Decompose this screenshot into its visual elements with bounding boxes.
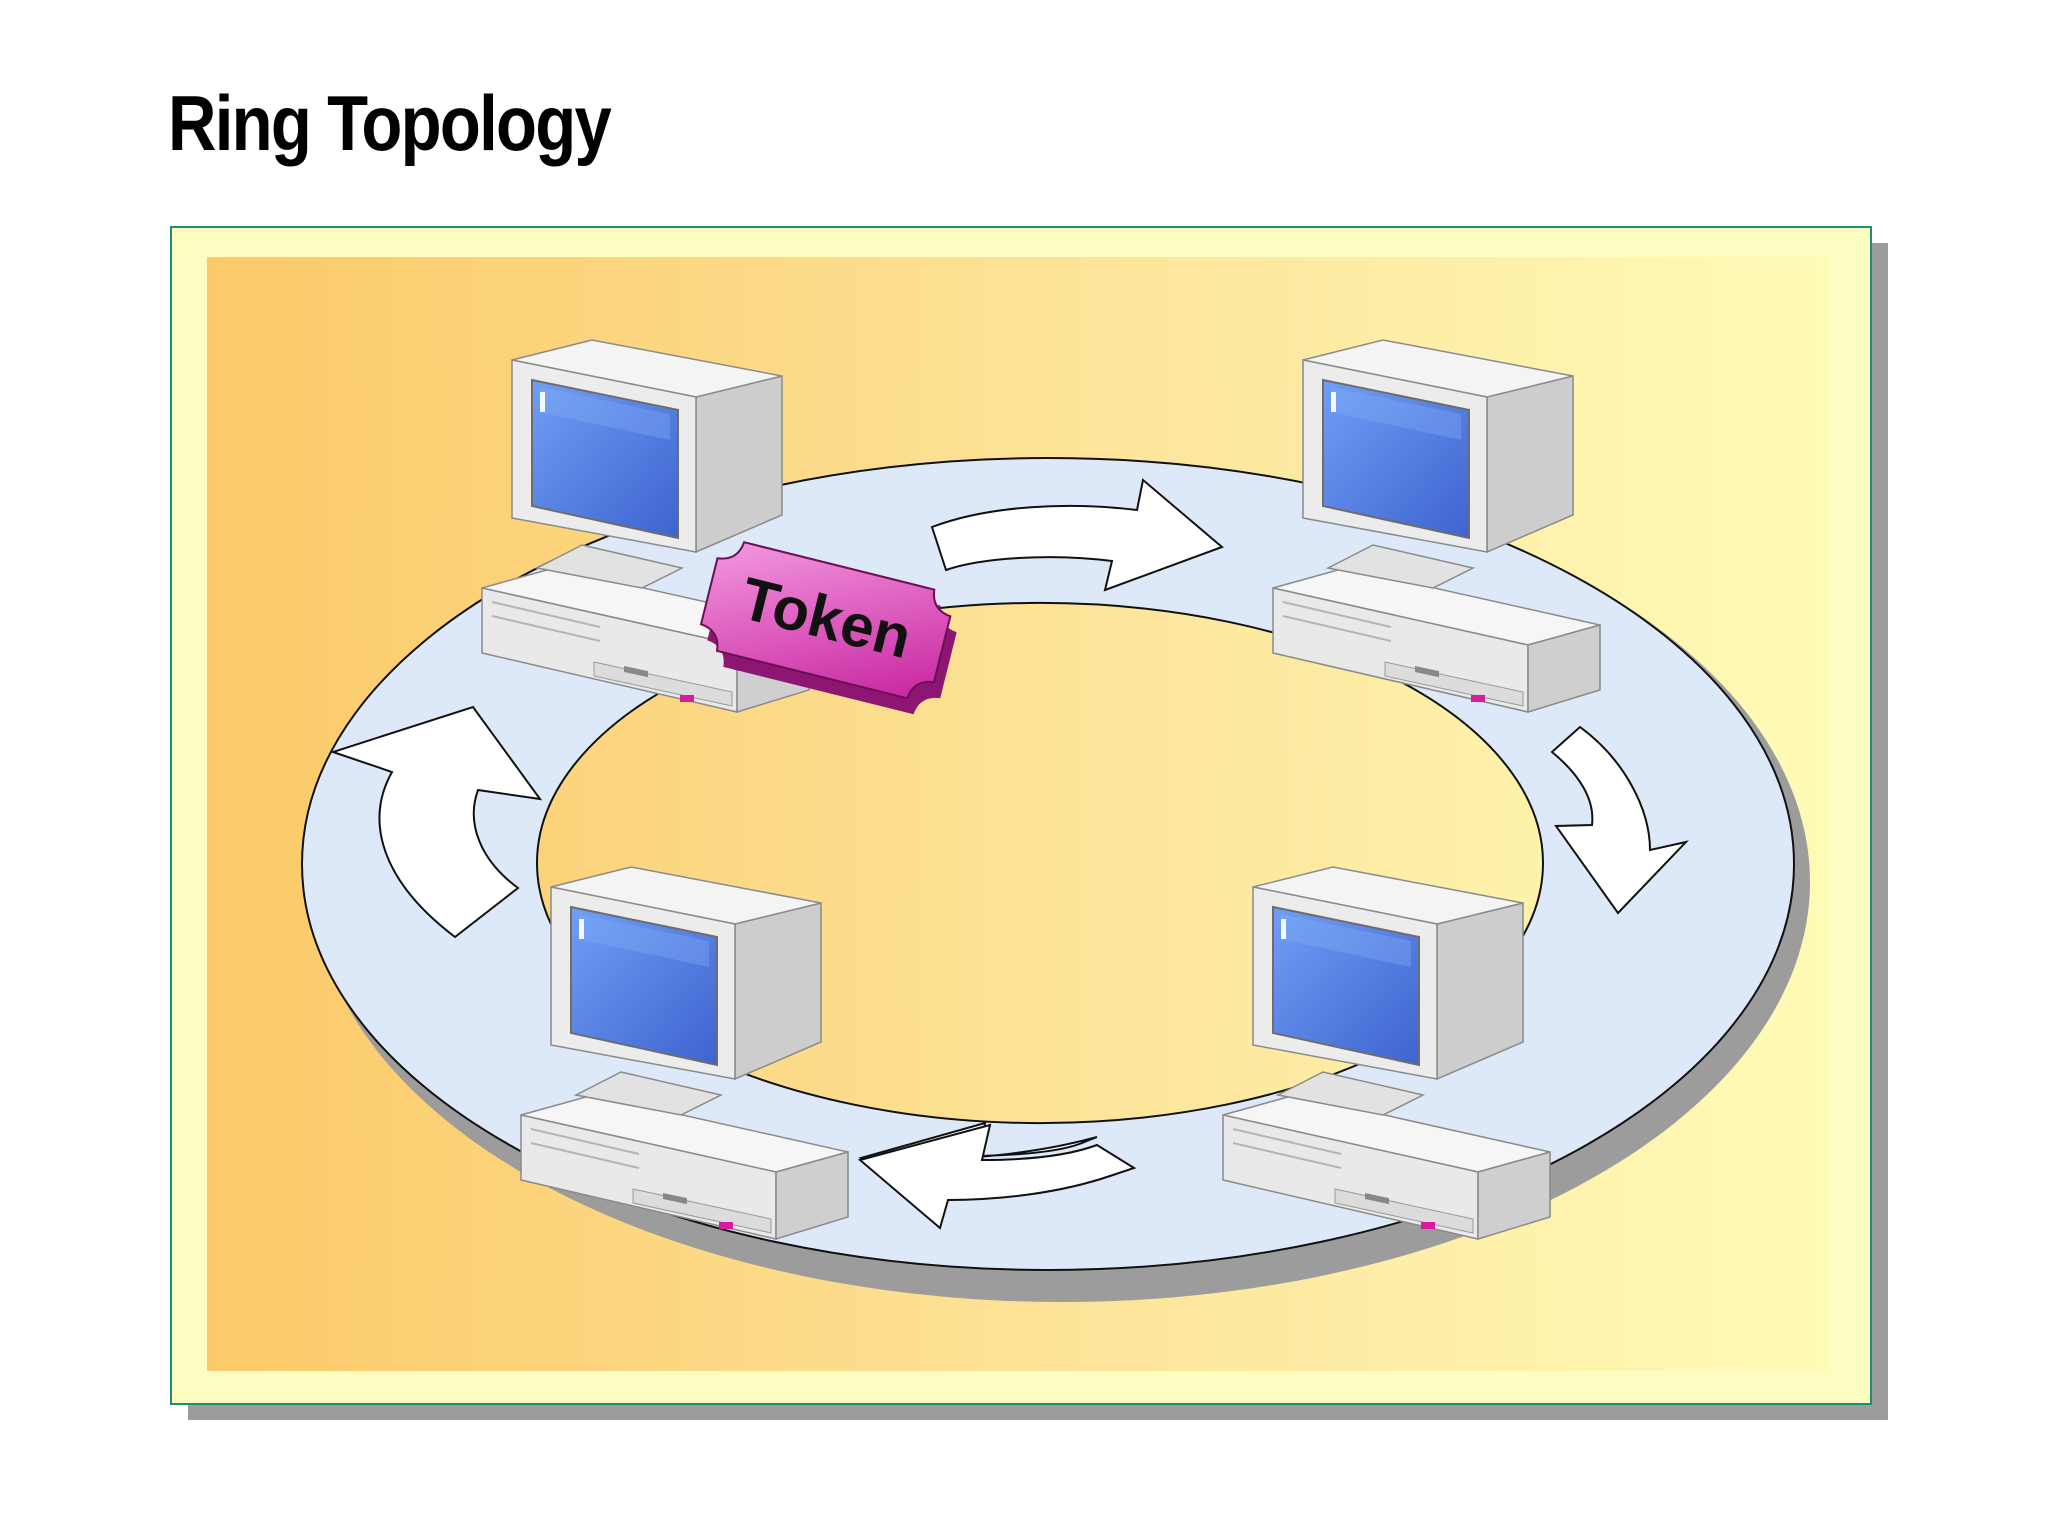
page-title: Ring Topology — [168, 79, 612, 167]
flow-arrow-left-icon — [329, 705, 543, 939]
flow-arrow-bottom-icon — [857, 1121, 1137, 1230]
flow-arrow-right-icon — [1550, 725, 1690, 915]
token-icon: Token — [699, 541, 957, 715]
flow-arrow-top-icon — [930, 478, 1224, 592]
